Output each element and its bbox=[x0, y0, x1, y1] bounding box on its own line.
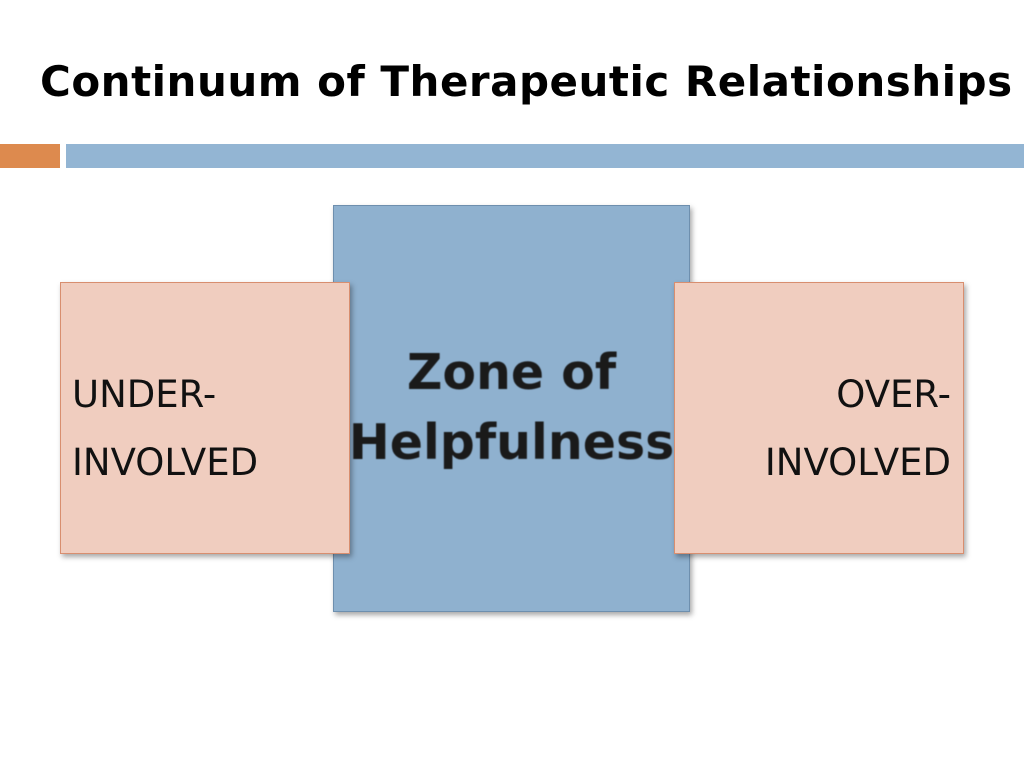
zone-of-helpfulness-box bbox=[333, 205, 690, 612]
zone-of-helpfulness-label: Zone of Helpfulness bbox=[333, 338, 690, 478]
zone-label-line1: Zone of bbox=[406, 344, 617, 401]
over-involved-line1: OVER- bbox=[836, 373, 951, 416]
under-involved-line1: UNDER- bbox=[72, 373, 217, 416]
over-involved-line2: INVOLVED bbox=[764, 441, 951, 484]
zone-label-line2: Helpfulness bbox=[348, 414, 675, 471]
under-involved-line2: INVOLVED bbox=[72, 441, 259, 484]
slide-title: Continuum of Therapeutic Relationships bbox=[40, 57, 1013, 106]
over-involved-box: OVER- INVOLVED bbox=[674, 282, 964, 554]
accent-bar-orange bbox=[0, 144, 60, 168]
accent-bar-blue bbox=[66, 144, 1024, 168]
under-involved-box: UNDER- INVOLVED bbox=[60, 282, 350, 554]
